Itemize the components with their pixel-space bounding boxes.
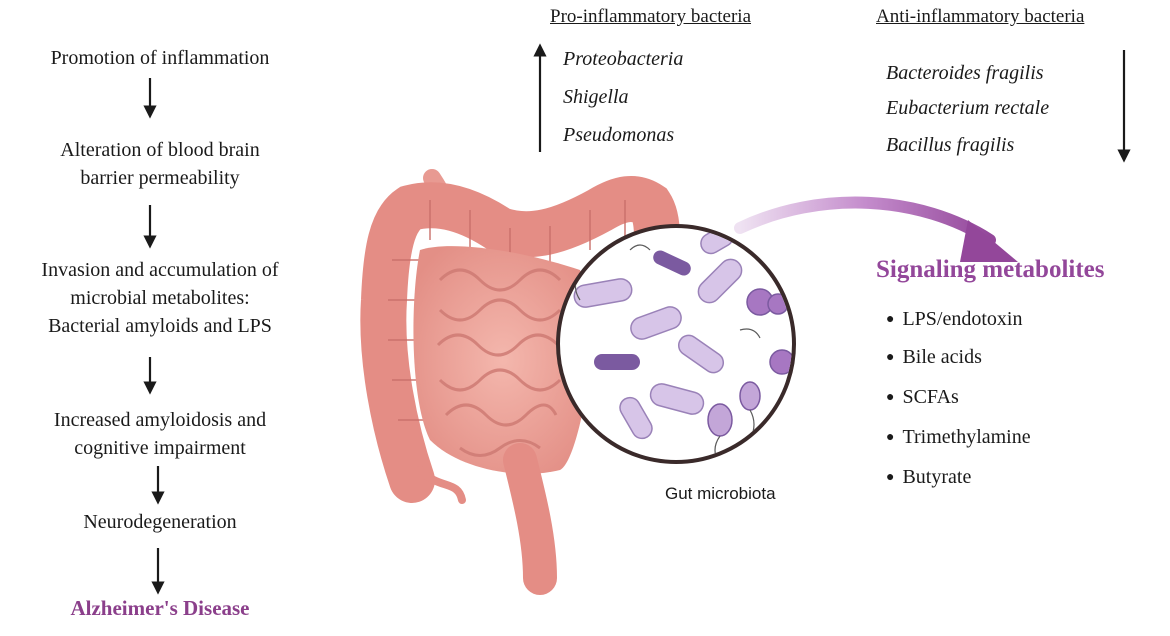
intestine: [360, 169, 680, 595]
metabolite-item: ●Butyrate: [886, 466, 972, 488]
microbiota-magnifier: [556, 224, 796, 464]
metabolites-arrow: [734, 196, 996, 246]
pro-bacteria-item: Pseudomonas: [563, 124, 675, 146]
anti-bacteria-item: Eubacterium rectale: [886, 97, 1050, 119]
signaling-metabolites-title: Signaling metabolites: [876, 256, 1105, 283]
metabolites-arrowhead: [960, 220, 1018, 262]
alzheimers-disease-label: Alzheimer's Disease: [70, 596, 250, 620]
anti-inflammatory-header: Anti-inflammatory bacteria: [876, 6, 1085, 27]
step-amyloidosis: Increased amyloidosis and cognitive impa…: [53, 409, 267, 459]
step-neurodegeneration: Neurodegeneration: [83, 511, 237, 533]
pro-bacteria-item: Proteobacteria: [563, 48, 684, 70]
metabolite-item: ●Bile acids: [886, 346, 982, 368]
metabolite-item: ●Trimethylamine: [886, 426, 1031, 448]
gut-microbiota-caption: Gut microbiota: [665, 484, 776, 503]
pro-bacteria-item: Shigella: [563, 86, 629, 108]
metabolite-item: ●LPS/endotoxin: [886, 308, 1023, 330]
metabolite-item: ●SCFAs: [886, 386, 959, 408]
step-microbial-metabolites: Invasion and accumulation of microbial m…: [41, 259, 279, 337]
pro-inflammatory-header: Pro-inflammatory bacteria: [550, 6, 752, 27]
step-promotion-of-inflammation: Promotion of inflammation: [50, 47, 270, 69]
cascade-arrows: [143, 78, 165, 595]
step-bbb-permeability: Alteration of blood brain barrier permea…: [60, 139, 260, 189]
anti-bacteria-item: Bacillus fragilis: [886, 134, 1015, 156]
anti-bacteria-item: Bacteroides fragilis: [886, 62, 1044, 84]
